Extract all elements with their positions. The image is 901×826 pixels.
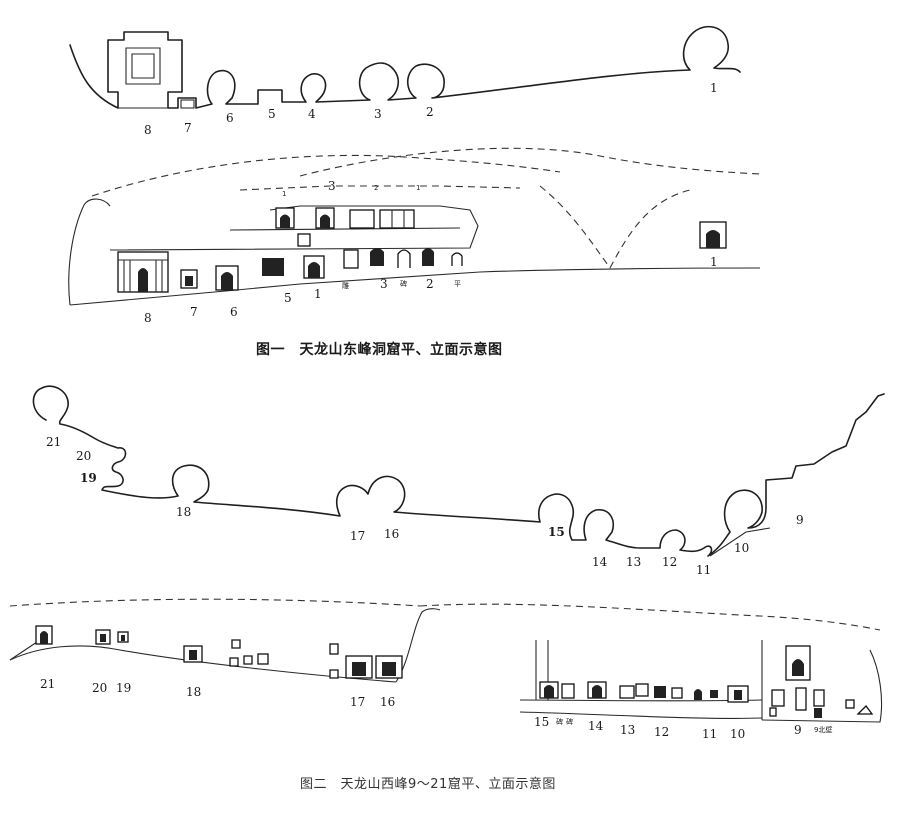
figure1-plan (69, 25, 741, 109)
fig1-plan-label-4: 4 (308, 107, 316, 121)
fig2-plan-label-11: 11 (696, 563, 711, 577)
fig1-plan-outline (69, 25, 741, 109)
fig2-plan-label-9: 9 (796, 513, 804, 527)
fig1-plan-label-7: 7 (184, 121, 192, 135)
fig2-elev-label-14: 14 (588, 719, 604, 733)
figure2-caption: 图二 天龙山西峰9～21窟平、立面示意图 (300, 777, 556, 792)
fig1-small-label-2: 碑 (400, 279, 407, 288)
fig2-elev-label-12: 12 (654, 725, 669, 739)
fig2-elev-label-19: 19 (116, 681, 131, 695)
fig1-elev-label-3: 3 (380, 277, 388, 291)
fig1-upper-label-3: 3 (328, 179, 336, 193)
fig2-elev-label-9: 9 (794, 723, 802, 737)
fig2-elev-label-18: 18 (186, 685, 201, 699)
fig1-plan-label-6: 6 (226, 111, 234, 125)
fig2-small-label-1: 碑 (556, 717, 563, 726)
fig1-plan-label-2: 2 (426, 105, 434, 119)
fig1-elev-label-1a: 1 (314, 287, 322, 301)
fig1-elev-label-5: 5 (284, 291, 292, 305)
fig1-small-label-3: 平 (454, 280, 461, 288)
fig1-elev-label-2: 2 (426, 277, 434, 291)
fig2-elev-label-21: 21 (40, 677, 55, 691)
fig2-plan-label-16: 16 (384, 527, 399, 541)
fig2-plan-label-14: 14 (592, 555, 608, 569)
fig2-plan-label-21: 21 (46, 435, 61, 449)
fig2-plan-label-18: 18 (176, 505, 191, 519)
fig2-small-label-2: 碑 (566, 717, 573, 726)
fig1-elev-label-1: 1 (710, 255, 718, 269)
fig2-elev-label-11: 11 (702, 727, 717, 741)
fig2-elev-label-13: 13 (620, 723, 635, 737)
cave9-elevation (769, 645, 874, 718)
fig2-plan-label-10: 10 (734, 541, 749, 555)
fig2-plan-label-13: 13 (626, 555, 641, 569)
fig1-elev-label-8: 8 (144, 311, 152, 325)
fig2-elev-label-16: 16 (380, 695, 395, 709)
fig2-plan-label-12: 12 (662, 555, 677, 569)
figure1-elevation-numbers: 8 7 6 5 1 3 2 1 1 3 2 1 雕 碑 平 (144, 179, 718, 325)
cave8-elevation (117, 251, 169, 293)
figure1-elevation (68, 147, 761, 306)
fig2-plan-label-19: 19 (80, 471, 97, 485)
fig2-small-label-3: 9北壁 (814, 725, 832, 734)
fig2-elev-label-17: 17 (350, 695, 365, 709)
figure2-plan (32, 385, 885, 557)
fig1-elev-label-6: 6 (230, 305, 238, 319)
figure1-plan-numbers: 8 7 6 5 4 3 2 1 (144, 81, 718, 137)
cave8-plan-inner (125, 47, 161, 85)
fig2-plan-label-15: 15 (548, 525, 565, 539)
fig2-elev-label-10: 10 (730, 727, 745, 741)
fig1-upper-label-1b: 1 (416, 184, 420, 192)
fig1-plan-label-5: 5 (268, 107, 276, 121)
fig1-elev-label-7: 7 (190, 305, 198, 319)
figure2-elevation-numbers: 21 20 19 18 17 16 15 14 13 12 11 10 9 碑 … (40, 677, 832, 741)
fig1-upper-label-2: 2 (374, 184, 378, 192)
fig2-plan-label-17: 17 (350, 529, 365, 543)
fig1-plan-label-8: 8 (144, 123, 152, 137)
fig1-plan-label-1: 1 (710, 81, 718, 95)
figure1-caption: 图一 天龙山东峰洞窟平、立面示意图 (256, 342, 503, 358)
fig1-plan-label-3: 3 (374, 107, 382, 121)
fig1-upper-label-1: 1 (282, 190, 286, 198)
fig2-plan-outline (32, 385, 885, 557)
fig2-elev-label-20: 20 (92, 681, 107, 695)
fig2-elev-label-15: 15 (534, 715, 549, 729)
fig1-small-label-1: 雕 (342, 281, 349, 290)
figure2-elevation (9, 598, 883, 723)
figure2-plan-numbers: 21 20 19 18 17 16 15 14 13 12 11 10 9 (46, 435, 804, 577)
fig2-plan-label-20: 20 (76, 449, 91, 463)
